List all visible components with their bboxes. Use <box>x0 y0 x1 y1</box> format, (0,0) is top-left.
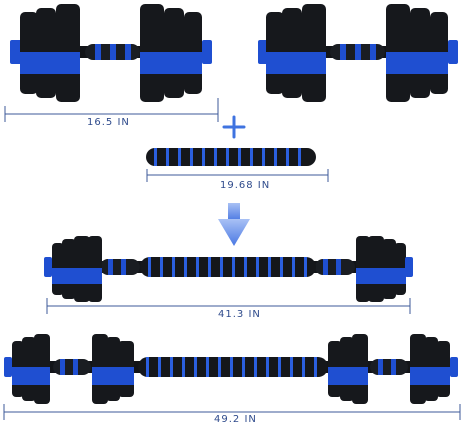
dimension-line-barbell <box>46 298 411 314</box>
dimension-line-long-barbell <box>3 404 461 420</box>
dimension-line-connector <box>146 169 329 182</box>
dumbbell-right <box>258 4 458 102</box>
barbell-long <box>4 334 458 404</box>
dimension-line-dumbbell <box>4 98 219 122</box>
barbell-length-label: 41.3 IN <box>218 309 261 320</box>
dumbbell-left <box>10 4 212 102</box>
connector-tube <box>146 148 316 166</box>
connector-length-label: 19.68 IN <box>220 180 271 191</box>
long-barbell-length-label: 49.2 IN <box>214 414 257 425</box>
down-arrow-icon <box>218 203 250 246</box>
plus-icon <box>222 115 246 139</box>
barbell-medium <box>44 236 413 302</box>
dumbbell-length-label: 16.5 IN <box>87 117 130 128</box>
